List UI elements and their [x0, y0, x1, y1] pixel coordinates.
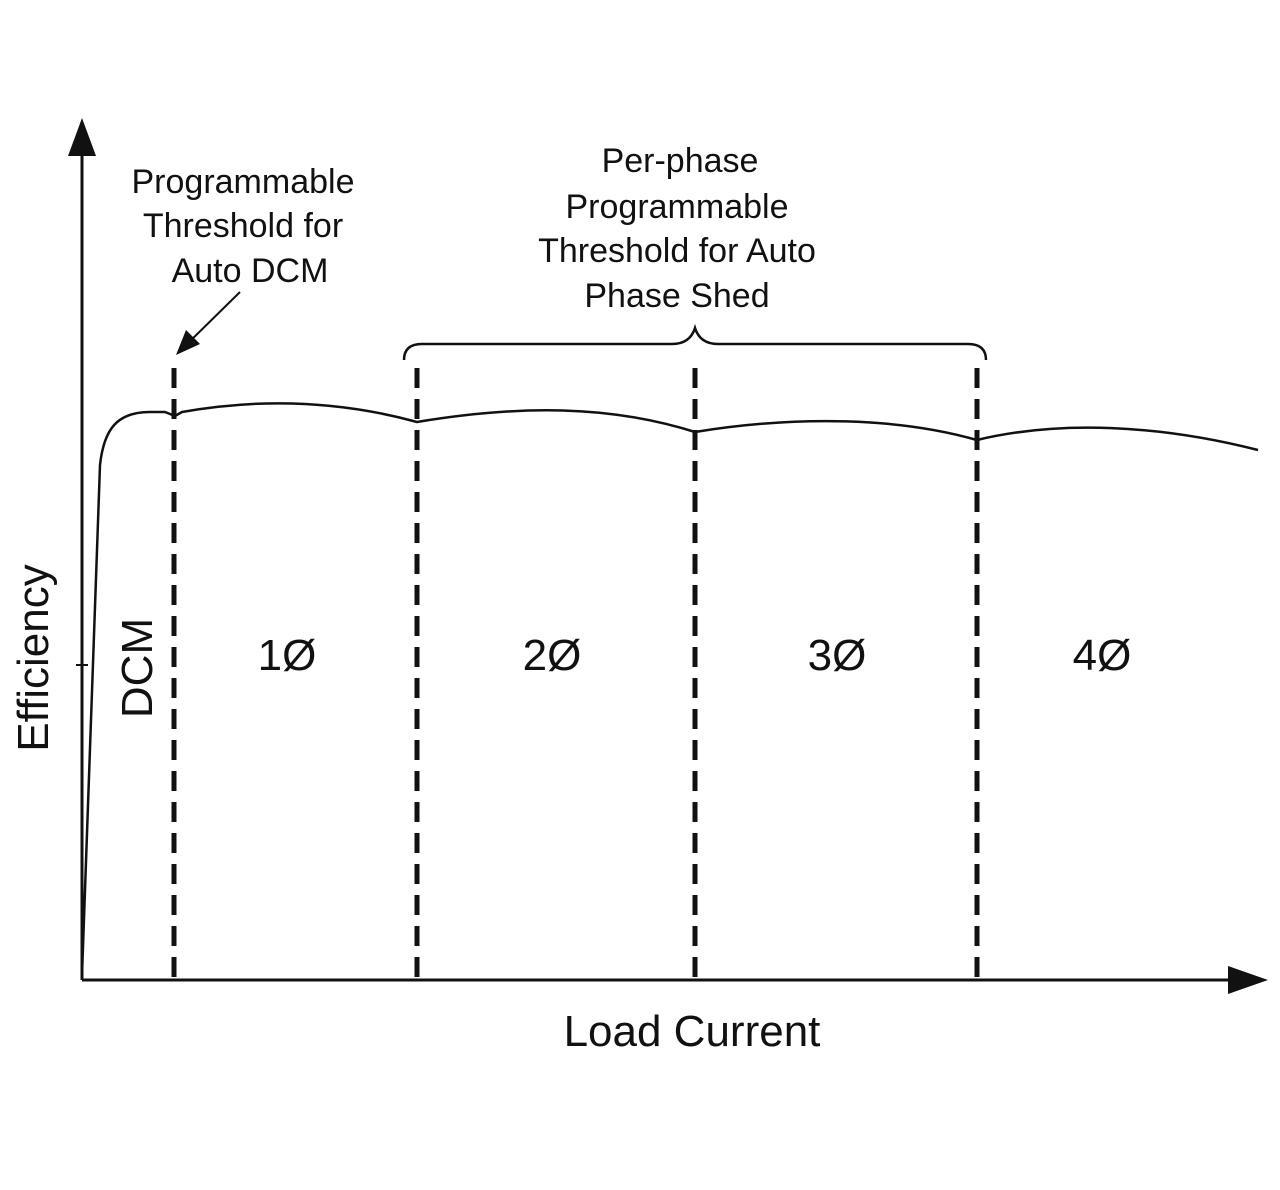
- x-axis-label: Load Current: [564, 1007, 821, 1056]
- phase-shed-annotation-line-4: Phase Shed: [584, 277, 769, 315]
- phase-shed-brace: [402, 323, 988, 361]
- dcm-annotation-line-2: Threshold for: [143, 207, 343, 245]
- dcm-annotation-arrowhead: [176, 330, 200, 355]
- region-label-1-phase: 1Ø: [258, 631, 317, 680]
- region-label-dcm: DCM: [113, 618, 162, 718]
- region-label-3-phase: 3Ø: [808, 631, 867, 680]
- efficiency-curve: [80, 402, 1259, 976]
- phase-shed-annotation-line-3: Threshold for Auto: [538, 232, 816, 270]
- x-axis-arrowhead: [1228, 966, 1268, 994]
- phase-shed-annotation-line-1: Per-phase: [602, 142, 759, 180]
- region-label-2-phase: 2Ø: [523, 631, 582, 680]
- y-axis-label: Efficiency: [9, 564, 58, 752]
- phase-shed-annotation-line-2: Programmable: [566, 188, 789, 226]
- dcm-annotation-line-3: Auto DCM: [172, 252, 329, 290]
- dcm-annotation-line-1: Programmable: [132, 163, 355, 201]
- y-axis-arrowhead: [68, 118, 96, 156]
- region-label-4-phase: 4Ø: [1073, 631, 1132, 680]
